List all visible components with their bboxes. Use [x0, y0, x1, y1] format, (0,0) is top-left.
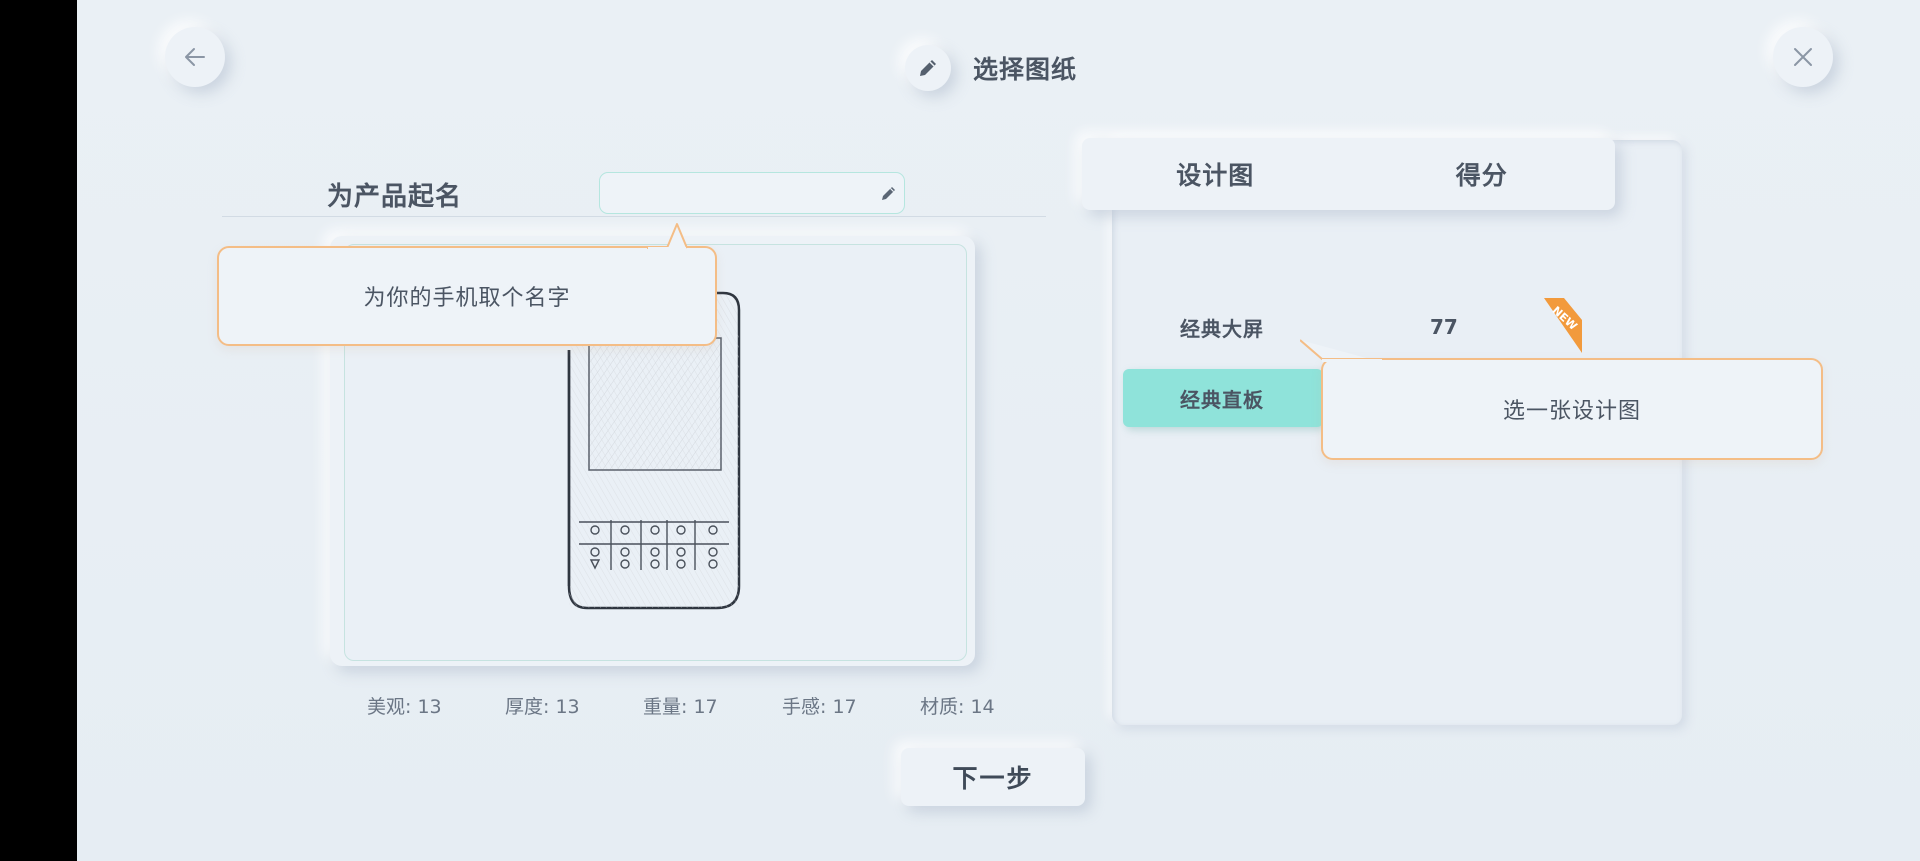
page-title: 选择图纸 — [973, 55, 1078, 84]
game-screen: 选择图纸 为产品起名 — [77, 0, 1920, 861]
stat-material: 材质: 14 — [920, 696, 995, 718]
product-name-input[interactable] — [600, 173, 874, 213]
tooltip-design-text: 选一张设计图 — [1502, 399, 1641, 424]
back-button[interactable] — [165, 27, 225, 87]
design-score: 77 — [1430, 315, 1458, 339]
close-icon — [1794, 48, 1812, 66]
design-name: 经典直板 — [1180, 387, 1264, 412]
tooltip-tail — [1300, 339, 1382, 362]
back-arrow-icon — [185, 48, 205, 66]
next-step-button[interactable]: 下一步 — [901, 748, 1085, 806]
tooltip-design-hint: 选一张设计图 — [1321, 358, 1823, 460]
stat-thickness: 厚度: 13 — [505, 696, 580, 718]
phone-sketch-image — [567, 291, 741, 610]
design-row-classic-bar[interactable]: 经典直板 — [1123, 369, 1323, 427]
name-label: 为产品起名 — [327, 182, 463, 212]
stat-appearance: 美观: 13 — [367, 696, 442, 718]
tooltip-name-text: 为你的手机取个名字 — [363, 286, 571, 311]
tooltip-tail — [647, 223, 688, 252]
column-score: 得分 — [1455, 161, 1508, 190]
column-design: 设计图 — [1176, 161, 1255, 190]
pencil-icon[interactable] — [874, 173, 904, 213]
stat-feel: 手感: 17 — [782, 696, 857, 718]
design-row-classic-big-screen[interactable]: 经典大屏 77 — [1117, 298, 1559, 356]
pencil-icon — [905, 45, 951, 91]
stat-weight: 重量: 17 — [643, 696, 718, 718]
tooltip-name-hint: 为你的手机取个名字 — [217, 246, 717, 346]
divider — [222, 216, 1046, 217]
product-name-field[interactable] — [599, 172, 905, 214]
page-header: 选择图纸 — [905, 45, 1077, 91]
design-name: 经典大屏 — [1180, 316, 1264, 341]
stats-row: 美观: 13 厚度: 13 重量: 17 手感: 17 材质: 14 — [367, 692, 1007, 722]
close-button[interactable] — [1773, 27, 1833, 87]
new-badge: NEW — [1544, 298, 1582, 353]
design-list-header: 设计图 得分 — [1082, 138, 1615, 210]
